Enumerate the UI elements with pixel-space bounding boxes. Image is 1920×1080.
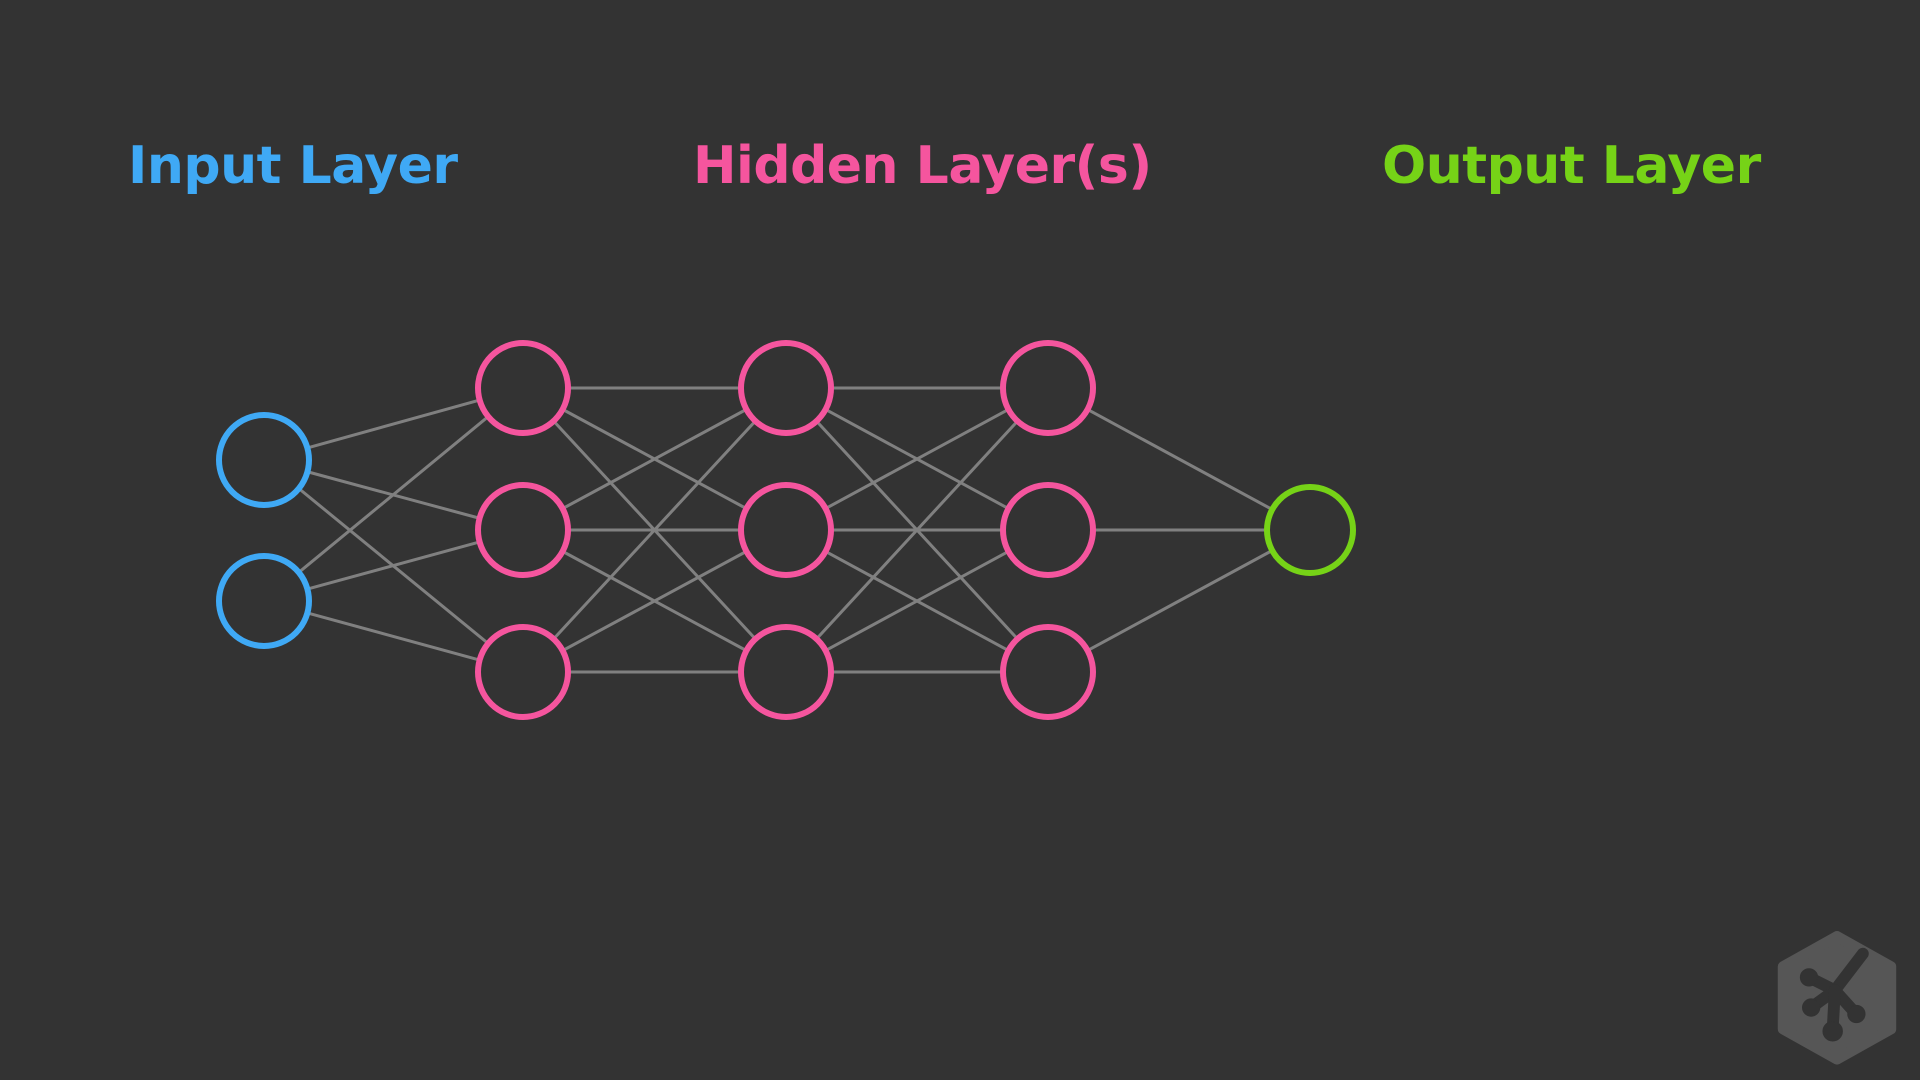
- neuron-node-hidden-1-1: [475, 340, 571, 436]
- connection-edge: [824, 549, 1010, 653]
- neuron-node-hidden-2-3: [738, 624, 834, 720]
- connection-edge: [552, 419, 757, 641]
- connection-edge: [824, 407, 1010, 511]
- neuron-node-hidden-2-1: [738, 340, 834, 436]
- neuron-node-hidden-1-3: [475, 624, 571, 720]
- neuron-node-input-1: [216, 412, 312, 508]
- neuron-node-hidden-3-2: [1000, 482, 1096, 578]
- neuron-node-hidden-2-2: [738, 482, 834, 578]
- neuron-node-hidden-3-3: [1000, 624, 1096, 720]
- output-layer-label: Output Layer: [1382, 136, 1761, 196]
- connection-edge: [305, 398, 482, 450]
- hidden-layer-label: Hidden Layer(s): [693, 136, 1152, 196]
- input-layer-label: Input Layer: [128, 136, 458, 196]
- connection-edge: [297, 415, 490, 574]
- connection-edge: [561, 549, 748, 653]
- edges-group: [297, 386, 1274, 674]
- neuron-node-output-1: [1264, 484, 1356, 576]
- connection-edge: [815, 419, 1019, 641]
- connection-edge: [1086, 548, 1274, 653]
- branch-glyph: [1799, 947, 1869, 1042]
- connection-edge: [305, 540, 482, 591]
- connection-edge: [1086, 407, 1274, 512]
- neuron-node-input-2: [216, 553, 312, 649]
- neuron-node-hidden-1-2: [475, 482, 571, 578]
- connection-edge: [305, 611, 482, 662]
- nodes-group: [216, 340, 1356, 720]
- neuron-node-hidden-3-1: [1000, 340, 1096, 436]
- connection-edge: [561, 407, 748, 511]
- hexagon-logo-icon: [1777, 931, 1897, 1065]
